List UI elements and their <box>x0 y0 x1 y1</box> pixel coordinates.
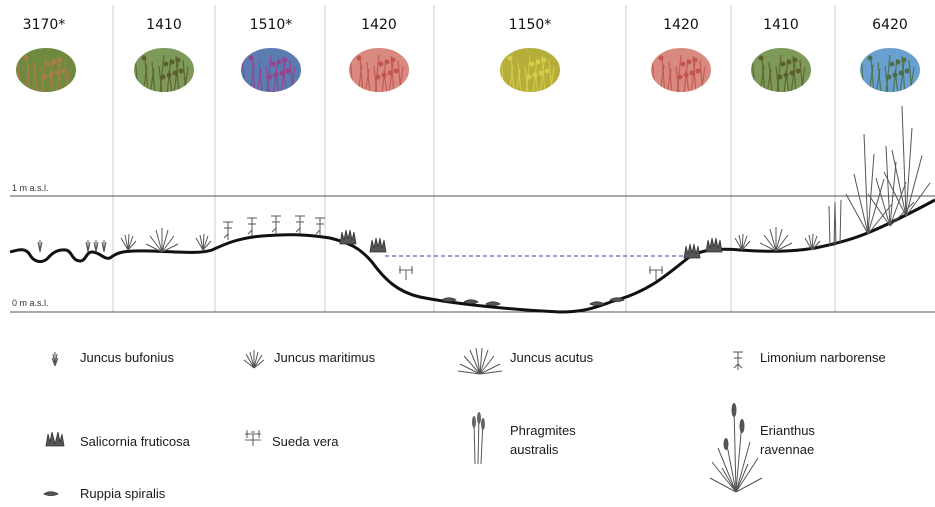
ruppia-spiralis-icon <box>590 302 604 306</box>
habitat-codes: 3170* 1410 1510* 1420 1150* 1420 1410 64… <box>23 17 908 33</box>
habitat-photos <box>14 46 922 94</box>
habitat-code: 1410 <box>763 17 799 33</box>
legend-item-juncus-bufonius: Juncus bufonius <box>52 350 174 366</box>
legend-item-juncus-acutus: Juncus acutus <box>458 348 594 374</box>
legend-label: Juncus maritimus <box>274 350 376 365</box>
juncus-acutus-icon <box>146 228 178 252</box>
juncus-bufonius-icon <box>52 352 58 366</box>
zone-dividers <box>113 5 835 312</box>
habitat-code: 1420 <box>361 17 397 33</box>
habitat-code: 1150* <box>509 17 552 33</box>
habitat-code: 3170* <box>23 17 66 33</box>
legend-item-juncus-maritimus: Juncus maritimus <box>244 350 376 368</box>
legend: Juncus bufonius Juncus maritimus Juncus … <box>44 348 886 501</box>
legend-label-line2: australis <box>510 442 559 457</box>
phragmites-australis-icon <box>835 200 841 244</box>
habitat-code: 1410 <box>146 17 182 33</box>
level-label-0m: 0 m a.s.l. <box>12 298 49 308</box>
ruppia-spiralis-icon <box>442 298 456 302</box>
legend-item-erianthus-ravennae: Erianthus ravennae <box>710 403 815 492</box>
salicornia-fruticosa-icon <box>706 238 722 252</box>
juncus-maritimus-icon <box>121 234 136 250</box>
juncus-acutus-icon <box>760 227 792 251</box>
ruppia-spiralis-icon <box>486 302 500 306</box>
legend-label: Salicornia fruticosa <box>80 434 191 449</box>
limonium-narborense-icon <box>271 216 281 234</box>
habitat-code: 1420 <box>663 17 699 33</box>
juncus-maritimus-icon <box>735 234 750 250</box>
habitat-code: 6420 <box>872 17 908 33</box>
juncus-bufonius-icon <box>86 240 90 252</box>
sueda-vera-icon <box>399 266 413 280</box>
legend-item-phragmites-australis: Phragmites australis <box>472 412 576 464</box>
ruppia-spiralis-icon <box>464 300 478 304</box>
juncus-bufonius-icon <box>94 240 98 252</box>
limonium-narborense-icon <box>247 218 257 236</box>
ruppia-spiralis-icon <box>44 492 58 496</box>
limonium-narborense-icon <box>295 216 305 234</box>
phragmites-australis-icon <box>829 202 835 246</box>
phragmites-australis-icon <box>472 412 485 464</box>
legend-item-ruppia-spiralis: Ruppia spiralis <box>44 486 166 501</box>
legend-item-limonium-narborense: Limonium narborense <box>733 350 886 370</box>
legend-label: Sueda vera <box>272 434 339 449</box>
juncus-maritimus-icon <box>196 234 211 250</box>
legend-item-salicornia-fruticosa: Salicornia fruticosa <box>46 432 191 449</box>
salicornia-fruticosa-icon <box>684 244 700 258</box>
juncus-maritimus-icon <box>244 350 264 368</box>
legend-label: Limonium narborense <box>760 350 886 365</box>
legend-label: Ruppia spiralis <box>80 486 166 501</box>
legend-label-line2: ravennae <box>760 442 814 457</box>
limonium-narborense-icon <box>315 218 325 236</box>
legend-label-line1: Erianthus <box>760 423 815 438</box>
habitat-code: 1510* <box>250 17 293 33</box>
legend-label: Juncus acutus <box>510 350 594 365</box>
juncus-bufonius-icon <box>38 240 42 252</box>
limonium-narborense-icon <box>733 352 743 370</box>
juncus-acutus-icon <box>458 348 502 374</box>
salicornia-fruticosa-icon <box>370 238 386 252</box>
erianthus-ravennae-icon <box>884 106 930 216</box>
juncus-bufonius-icon <box>102 240 106 252</box>
limonium-narborense-icon <box>223 222 233 240</box>
erianthus-ravennae-icon <box>710 403 762 492</box>
salicornia-fruticosa-icon <box>340 230 356 244</box>
level-label-1m: 1 m a.s.l. <box>12 183 49 193</box>
legend-label-line1: Phragmites <box>510 423 576 438</box>
legend-item-sueda-vera: Sueda vera <box>245 430 339 449</box>
sueda-vera-icon <box>245 430 261 446</box>
salicornia-fruticosa-icon <box>46 432 64 446</box>
profile-plants <box>38 106 930 306</box>
legend-label: Juncus bufonius <box>80 350 174 365</box>
